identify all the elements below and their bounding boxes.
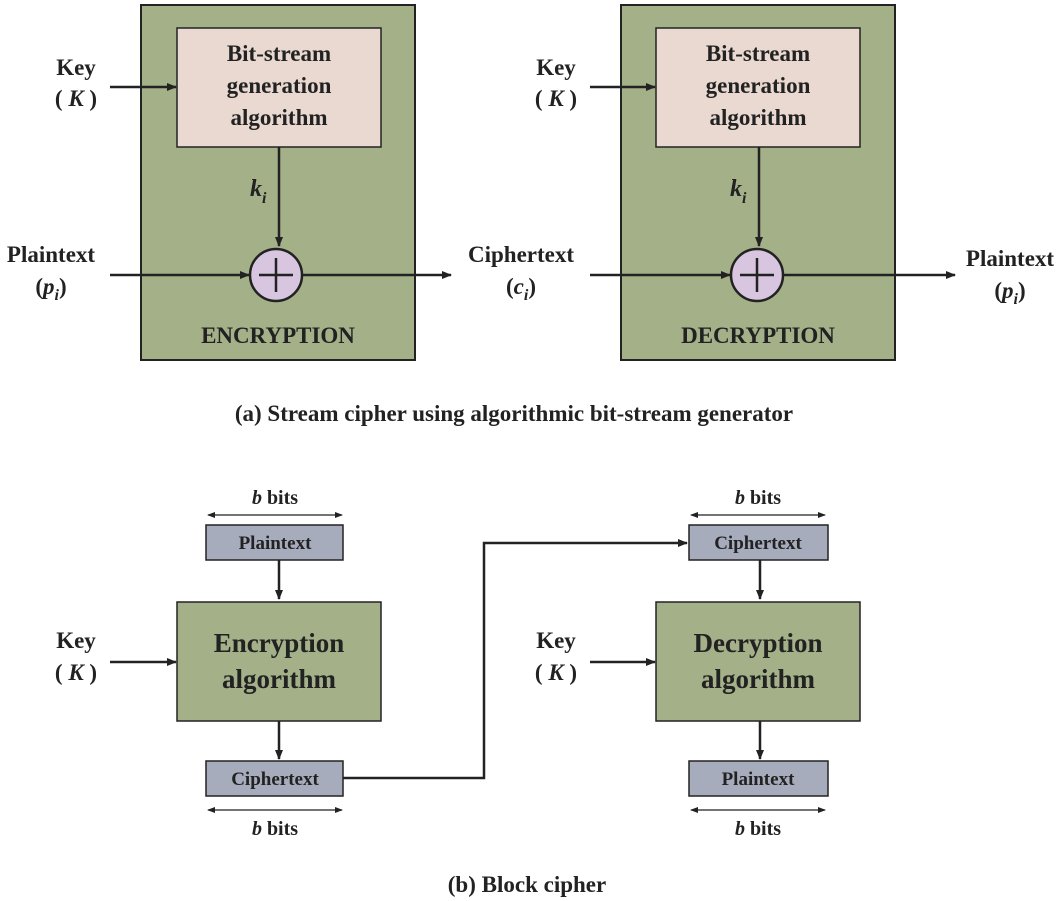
caption-block: (b) Block cipher	[448, 872, 606, 897]
caption-stream: (a) Stream cipher using algorithmic bit-…	[235, 401, 793, 426]
keystream-label: ki	[250, 176, 267, 207]
key-symbol: ( K )	[535, 86, 577, 111]
algo-line-2: algorithm	[222, 664, 336, 694]
plaintext-output-box	[688, 760, 829, 797]
ciphertext-input-box	[688, 524, 829, 561]
algo-line-2: algorithm	[701, 664, 815, 694]
algo-line-1: Decryption	[694, 628, 823, 658]
plaintext-output-box-label: Plaintext	[722, 769, 795, 790]
generator-line-1: Bit-stream	[227, 41, 331, 66]
algo-line-1: Encryption	[214, 628, 345, 658]
generator-line-2: generation	[227, 73, 332, 98]
stream-decryption-panel: Bit-stream generation algorithm ki DECRY…	[620, 4, 896, 361]
xor-icon	[729, 247, 785, 303]
plaintext-input-label: Plaintext	[7, 242, 95, 267]
panel-label: ENCRYPTION	[201, 323, 355, 348]
ciphertext-middle-symbol: (ci)	[506, 274, 536, 304]
ciphertext-middle-label: Ciphertext	[468, 242, 574, 267]
panel-label: DECRYPTION	[681, 323, 835, 348]
key-symbol: ( K )	[55, 86, 97, 111]
key-label: Key	[56, 55, 96, 80]
decryption-algorithm-box	[655, 601, 861, 722]
plaintext-box	[205, 524, 344, 561]
key-label: Key	[56, 628, 96, 653]
bits-bottom-label: b bits	[252, 818, 298, 840]
keystream-label: ki	[730, 176, 747, 207]
bits-bottom-label: b bits	[735, 818, 781, 840]
ciphertext-input-box-label: Ciphertext	[714, 533, 802, 554]
bits-top-label: b bits	[735, 487, 781, 509]
ciphertext-connector	[343, 539, 688, 780]
encryption-algorithm-box	[176, 601, 382, 722]
generator-box	[655, 27, 861, 148]
plaintext-output-symbol: (pi)	[994, 278, 1025, 308]
key-label: Key	[536, 628, 576, 653]
generator-line-1: Bit-stream	[706, 41, 810, 66]
generator-box	[176, 27, 382, 148]
key-label: Key	[536, 55, 576, 80]
ciphertext-box	[205, 760, 344, 797]
xor-icon	[248, 247, 304, 303]
generator-line-3: algorithm	[230, 105, 327, 130]
plaintext-box-label: Plaintext	[239, 533, 312, 554]
key-symbol: ( K )	[535, 660, 577, 685]
plaintext-output-label: Plaintext	[966, 246, 1054, 271]
generator-line-3: algorithm	[709, 105, 806, 130]
generator-line-2: generation	[706, 73, 811, 98]
bits-top-label: b bits	[252, 487, 298, 509]
ciphertext-box-label: Ciphertext	[231, 769, 319, 790]
plaintext-input-symbol: (pi)	[35, 274, 66, 304]
stream-encryption-panel: Bit-stream generation algorithm ki ENCRY…	[140, 4, 416, 361]
key-symbol: ( K )	[55, 660, 97, 685]
